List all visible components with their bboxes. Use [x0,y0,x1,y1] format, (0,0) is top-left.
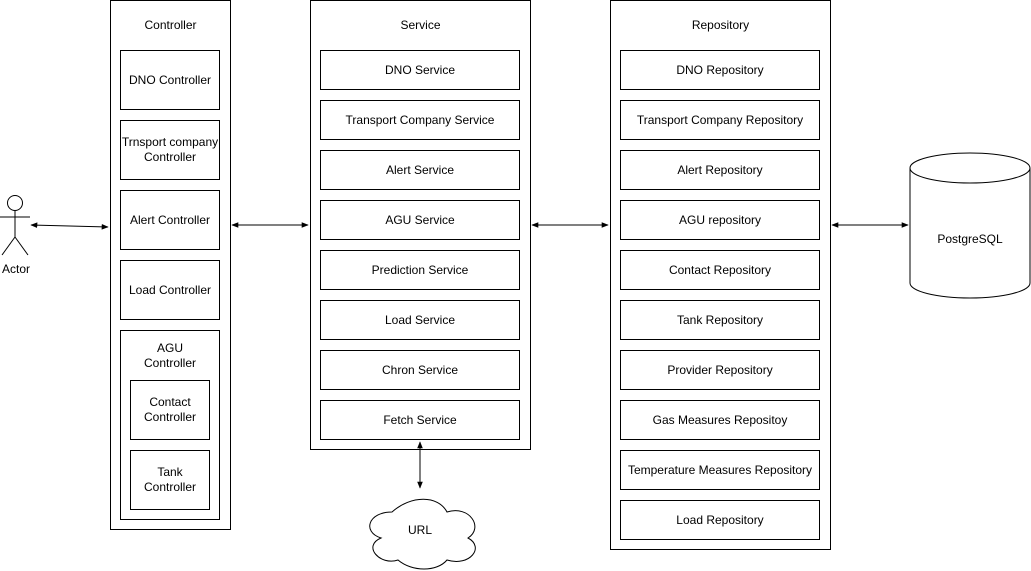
load-service-box: Load Service [320,300,520,340]
fetch-service-box: Fetch Service [320,400,520,440]
agu-repository-box: AGU repository [620,200,820,240]
transport-company-controller-box: Trnsport company Controller [120,120,220,180]
dno-controller-label: DNO Controller [128,72,212,87]
url-cloud-icon [369,498,476,570]
temperature-measures-repository-box: Temperature Measures Repository [620,450,820,490]
alert-controller-box: Alert Controller [120,190,220,250]
load-repository-label: Load Repository [676,512,764,527]
temperature-measures-repository-label: Temperature Measures Repository [627,462,813,477]
transport-company-service-label: Transport Company Service [345,112,495,127]
contact-repository-box: Contact Repository [620,250,820,290]
transport-company-repository-box: Transport Company Repository [620,100,820,140]
prediction-service-box: Prediction Service [320,250,520,290]
alert-repository-box: Alert Repository [620,150,820,190]
database-label: PostgreSQL [937,232,1003,246]
tank-repository-label: Tank Repository [676,312,764,327]
alert-service-label: Alert Service [385,162,455,177]
transport-company-repository-label: Transport Company Repository [636,112,804,127]
dno-service-box: DNO Service [320,50,520,90]
tank-controller-label: Tank Controller [143,465,197,494]
gas-measures-repository-label: Gas Measures Repositoy [652,412,788,427]
tank-controller-box: Tank Controller [130,450,210,510]
database-cylinder-icon [909,152,1031,299]
repository-layer-title: Repository [691,18,750,32]
provider-repository-box: Provider Repository [620,350,820,390]
actor-controller-arrow [30,222,109,230]
agu-service-label: AGU Service [385,212,455,227]
chron-service-label: Chron Service [381,362,459,377]
contact-controller-label: Contact Controller [143,395,197,424]
actor-label: Actor [1,262,30,276]
prediction-service-label: Prediction Service [371,262,469,277]
dno-service-label: DNO Service [384,62,455,77]
transport-company-controller-label: Trnsport company Controller [121,135,219,164]
tank-repository-box: Tank Repository [620,300,820,340]
alert-service-box: Alert Service [320,150,520,190]
contact-controller-box: Contact Controller [130,380,210,440]
load-repository-box: Load Repository [620,500,820,540]
load-controller-box: Load Controller [120,260,220,320]
actor-icon [0,195,30,256]
load-controller-label: Load Controller [128,282,212,297]
url-label: URL [407,523,432,537]
alert-controller-label: Alert Controller [129,212,211,227]
service-layer-title: Service [400,18,441,32]
chron-service-box: Chron Service [320,350,520,390]
dno-controller-box: DNO Controller [120,50,220,110]
alert-repository-label: Alert Repository [677,162,763,177]
load-service-label: Load Service [384,312,456,327]
agu-controller-label: AGU Controller [143,341,197,370]
transport-company-service-box: Transport Company Service [320,100,520,140]
controller-layer-title: Controller [144,18,197,32]
dno-repository-box: DNO Repository [620,50,820,90]
contact-repository-label: Contact Repository [668,262,772,277]
gas-measures-repository-box: Gas Measures Repositoy [620,400,820,440]
provider-repository-label: Provider Repository [667,362,773,377]
dno-repository-label: DNO Repository [676,62,764,77]
agu-repository-label: AGU repository [678,212,762,227]
agu-service-box: AGU Service [320,200,520,240]
fetch-service-label: Fetch Service [383,412,457,427]
